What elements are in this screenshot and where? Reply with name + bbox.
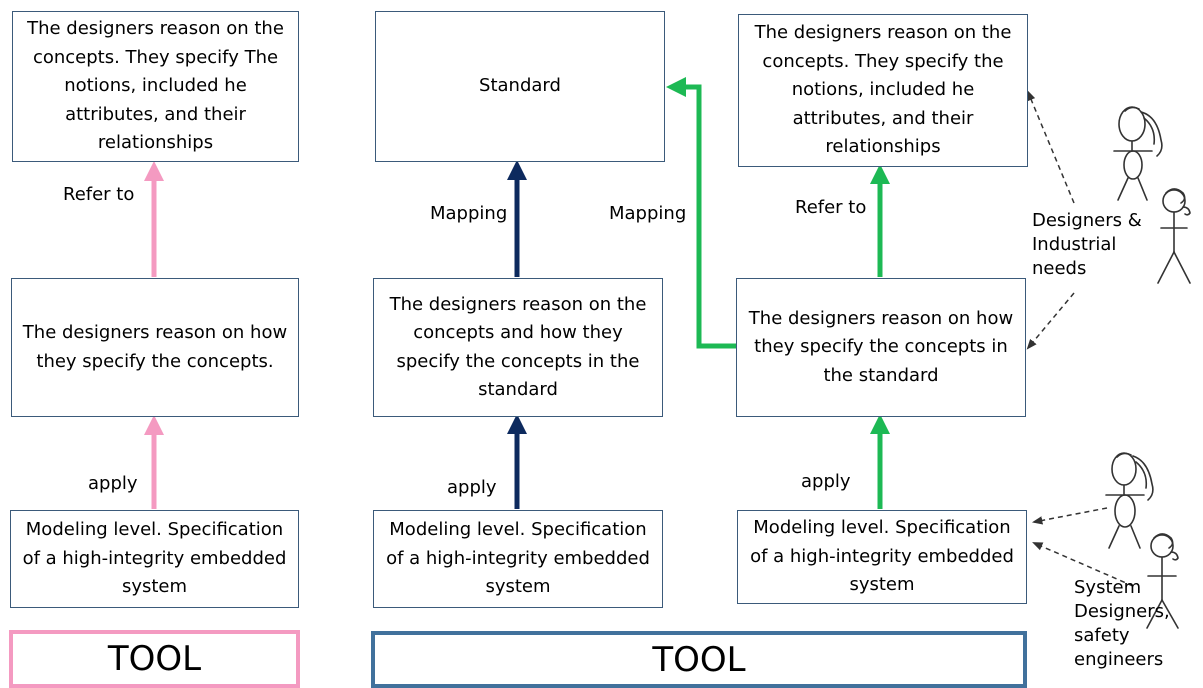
upper-actor-arrow-bottom [1026,292,1075,350]
right-modeling-text: Modeling level. Specification of a high-… [750,517,1014,596]
center-mapping-label: Mapping [430,203,508,224]
left-reasoning-text: The designers reason on how they specify… [22,322,288,372]
right-apply-label: apply [801,471,851,492]
lower-actor-label: System Designers, safety engineers [1074,577,1170,670]
left-concepts-text: The designers reason on the concepts. Th… [27,18,284,154]
center-reasoning-box: The designers reason on the concepts and… [373,278,663,417]
center-modeling-text: Modeling level. Specification of a high-… [386,519,650,598]
left-apply-label: apply [88,473,138,494]
stick-figure-icon [1105,452,1154,549]
stick-figure-icon [1157,188,1191,284]
left-refer-label: Refer to [63,184,135,205]
stick-figure-icon [1113,106,1163,201]
right-mapping-label: Mapping [609,203,687,224]
standard-box: Standard [375,11,665,162]
right-modeling-box: Modeling level. Specification of a high-… [737,510,1027,604]
lower-actor-arrow-top [1031,507,1108,525]
right-refer-label: Refer to [795,197,867,218]
right-tool-label: TOOL [652,639,746,680]
left-modeling-text: Modeling level. Specification of a high-… [22,519,287,598]
upper-actor-label: Designers & Industrial needs [1032,210,1142,279]
left-modeling-box: Modeling level. Specification of a high-… [10,510,299,608]
left-tool-label: TOOL [107,639,202,679]
center-modeling-box: Modeling level. Specification of a high-… [373,510,663,608]
right-concepts-text: The designers reason on the concepts. Th… [754,22,1012,158]
upper-actor-arrow-top [1027,90,1075,204]
right-reasoning-text: The designers reason on how they specify… [748,307,1014,386]
right-reasoning-box: The designers reason on how they specify… [736,278,1026,417]
center-reasoning-text: The designers reason on the concepts and… [389,293,647,401]
right-concepts-box: The designers reason on the concepts. Th… [738,14,1028,167]
left-concepts-box: The designers reason on the concepts. Th… [12,11,299,162]
left-reasoning-box: The designers reason on how they specify… [11,278,299,417]
left-tool-banner: TOOL [9,630,300,688]
right-mapping-arrow [666,77,737,349]
standard-text: Standard [479,75,561,97]
stick-figure-icon [1146,533,1179,629]
center-apply-label: apply [447,477,497,498]
right-tool-banner: TOOL [371,631,1027,688]
